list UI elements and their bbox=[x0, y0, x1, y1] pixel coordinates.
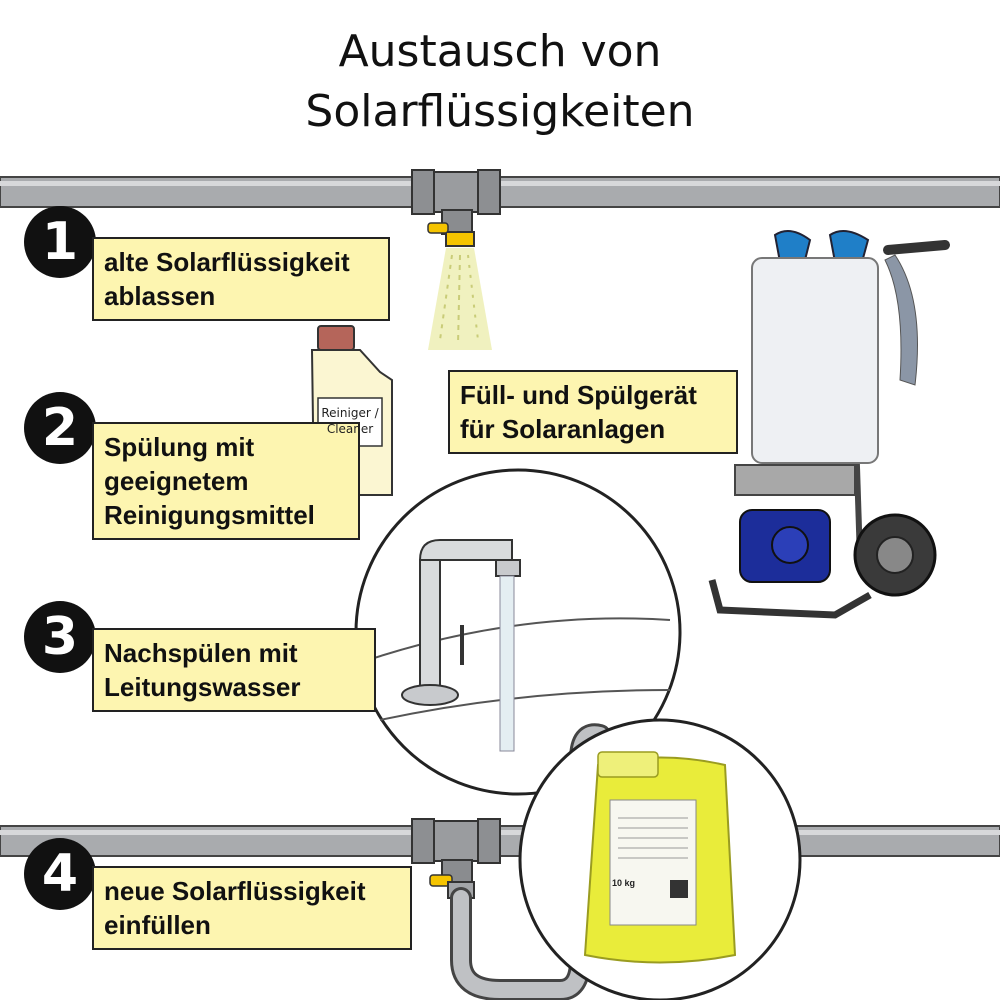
step-2-label: Spülung mit geeignetem Reinigungsmittel bbox=[92, 422, 360, 540]
step-3-label: Nachspülen mit Leitungswasser bbox=[92, 628, 376, 712]
fluid-spray bbox=[428, 248, 492, 350]
step-3-line-2: Leitungswasser bbox=[104, 672, 301, 702]
step-1-line-1: alte Solarflüssigkeit bbox=[104, 247, 350, 277]
step-4-label: neue Solarflüssigkeit einfüllen bbox=[92, 866, 412, 950]
drain-valve bbox=[411, 169, 501, 247]
step-2-line-2: geeignetem bbox=[104, 466, 249, 496]
device-line-1: Füll- und Spülgerät bbox=[460, 380, 697, 410]
diagram-title: Austausch von Solarflüssigkeiten bbox=[0, 22, 1000, 142]
step-3-line-1: Nachspülen mit bbox=[104, 638, 298, 668]
bottle-label: Reiniger / Cleaner bbox=[318, 405, 382, 437]
step-1-label: alte Solarflüssigkeit ablassen bbox=[92, 237, 390, 321]
title-line-2: Solarflüssigkeiten bbox=[305, 86, 695, 137]
bottle-label-line-1: Reiniger / bbox=[321, 406, 379, 420]
tap-water-faucet bbox=[354, 468, 682, 796]
step-4-badge: 4 bbox=[24, 838, 96, 910]
fill-valve bbox=[411, 818, 501, 899]
step-1-line-2: ablassen bbox=[104, 281, 216, 311]
solar-fluid-canister bbox=[518, 718, 802, 1000]
bottle-label-line-2: Cleaner bbox=[326, 422, 374, 436]
step-4-line-2: einfüllen bbox=[104, 910, 211, 940]
step-4-line-1: neue Solarflüssigkeit bbox=[104, 876, 366, 906]
step-2-badge: 2 bbox=[24, 392, 96, 464]
device-line-2: für Solaranlagen bbox=[460, 414, 666, 444]
step-3-badge: 3 bbox=[24, 601, 96, 673]
step-2-line-3: Reinigungsmittel bbox=[104, 500, 315, 530]
step-1-badge: 1 bbox=[24, 206, 96, 278]
step-2-line-1: Spülung mit bbox=[104, 432, 255, 462]
title-line-1: Austausch von bbox=[338, 26, 662, 77]
device-label: Füll- und Spülgerät für Solaranlagen bbox=[448, 370, 738, 454]
canister-weight: 10 kg bbox=[612, 878, 636, 888]
flushing-device bbox=[708, 230, 950, 619]
